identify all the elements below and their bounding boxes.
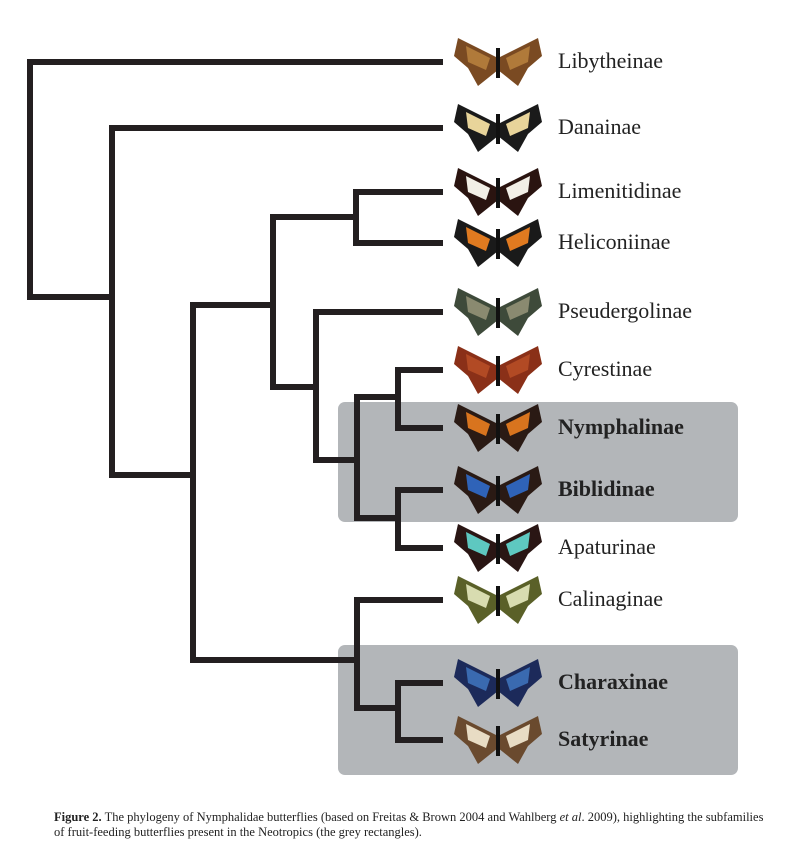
caption-text-end: . 2009), highlighting the subfamilies of… [54,810,764,839]
figure-caption: Figure 2. The phylogeny of Nymphalidae b… [54,810,774,840]
phylogenetic-tree [27,38,738,775]
taxon-label: Danainae [558,114,642,139]
taxon-label: Pseudergolinae [558,298,693,323]
caption-text: The phylogeny of Nymphalidae butterflies… [101,810,560,824]
butterfly-image-pseudergolinae [454,288,542,336]
butterfly-image-apaturinae [454,524,542,572]
butterfly-image-cyrestinae [454,346,542,394]
taxon-label: Nymphalinae [558,414,684,439]
taxon-label: Apaturinae [558,534,656,559]
taxon-label: Charaxinae [558,669,668,694]
butterfly-image-charaxinae [454,659,542,707]
taxon-label: Libytheinae [558,48,664,73]
butterfly-image-heliconiinae [454,219,542,267]
caption-etal: et al [559,810,582,824]
butterfly-image-biblidinae [454,466,542,514]
butterfly-image-libytheinae [454,38,542,86]
taxon-label: Calinaginae [558,586,664,611]
butterfly-image-calinaginae [454,576,542,624]
butterfly-image-satyrinae [454,716,542,764]
taxon-label: Cyrestinae [558,356,653,381]
taxon-label: Biblidinae [558,476,655,501]
taxon-label: Limenitidinae [558,178,682,203]
taxon-label: Satyrinae [558,726,649,751]
butterfly-image-limenitidinae [454,168,542,216]
butterfly-image-danainae [454,104,542,152]
butterfly-image-nymphalinae [454,404,542,452]
taxon-label: Heliconiinae [558,229,671,254]
caption-label: Figure 2. [54,810,102,824]
